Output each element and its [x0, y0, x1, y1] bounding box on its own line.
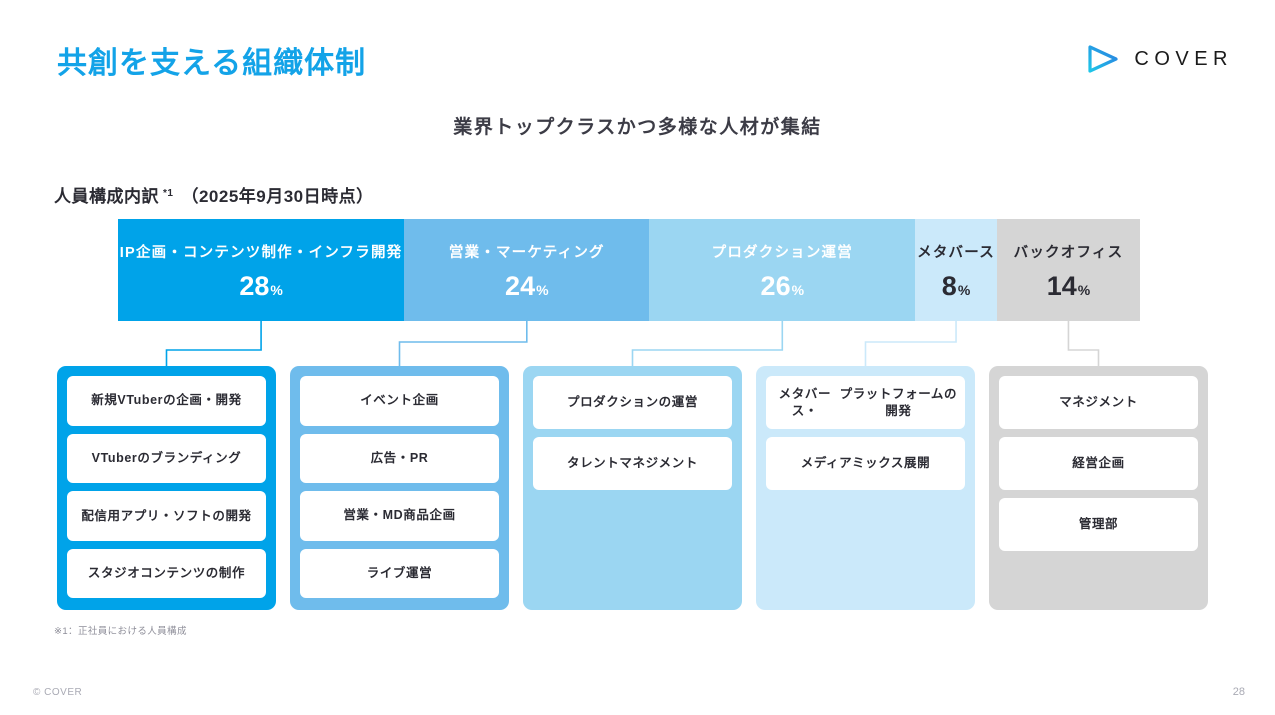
department-chip[interactable]: プロダクションの運営	[533, 376, 732, 429]
connector-line-5	[1067, 318, 1100, 366]
department-chip[interactable]: タレントマネジメント	[533, 437, 732, 490]
bar-segment-1: IP企画・コンテンツ制作・インフラ開発 28%	[118, 219, 405, 321]
department-chip[interactable]: 広告・PR	[300, 433, 499, 483]
connector-line-1	[165, 318, 262, 366]
department-chip[interactable]: 管理部	[999, 498, 1198, 551]
subtitle: 業界トップクラスかつ多様な人材が集結	[453, 117, 822, 138]
bar-segment-label: プロダクション運営	[711, 245, 853, 261]
bar-segment-value: 26%	[760, 271, 805, 301]
department-chip[interactable]: メタバース・プラットフォームの開発	[766, 376, 965, 429]
footer-copyright: © COVER	[33, 687, 83, 698]
logo-text: COVER	[1134, 47, 1233, 70]
page-title: 共創を支える組織体制	[57, 47, 367, 80]
footnote: ※1：正社員における人員構成	[54, 626, 187, 637]
bar-segment-4: メタバース 8%	[915, 219, 997, 321]
play-triangle-icon	[1088, 45, 1118, 73]
section-footnote-marker: *1	[163, 188, 174, 199]
department-chip[interactable]: メディアミックス展開	[766, 437, 965, 490]
connector-line-4	[864, 318, 957, 366]
bar-segment-label: バックオフィス	[1013, 245, 1124, 261]
department-chip[interactable]: 営業・MD商品企画	[300, 491, 499, 541]
department-chip[interactable]: マネジメント	[999, 376, 1198, 429]
department-chip[interactable]: イベント企画	[300, 376, 499, 426]
bar-segment-3: プロダクション運営 26%	[649, 219, 916, 321]
department-column-1: 新規VTuberの企画・開発 VTuberのブランディング配信用アプリ・ソフトの開…	[57, 366, 276, 610]
section-date-note: （2025年9月30日時点）	[181, 187, 374, 206]
bar-segment-5: バックオフィス 14%	[996, 219, 1140, 321]
department-columns: 新規VTuberの企画・開発 VTuberのブランディング配信用アプリ・ソフトの開…	[57, 366, 1222, 610]
connector-line-3	[631, 318, 784, 366]
department-chip[interactable]: 経営企画	[999, 437, 1198, 490]
section-label-text: 人員構成内訳	[54, 187, 159, 206]
bar-segment-2: 営業・マーケティング 24%	[404, 219, 650, 321]
cover-logo: COVER	[1086, 44, 1233, 74]
department-chip[interactable]: 配信用アプリ・ソフトの開発	[67, 491, 266, 541]
footer-page-number: 28	[1232, 686, 1245, 698]
bar-segment-label: IP企画・コンテンツ制作・インフラ開発	[119, 245, 403, 261]
department-chip[interactable]: VTuberのブランディング	[67, 433, 266, 483]
department-chip[interactable]: 新規VTuberの企画・開発	[67, 376, 266, 426]
bar-segment-label: 営業・マーケティング	[448, 245, 605, 261]
bar-segment-label: メタバース	[917, 245, 995, 261]
department-chip[interactable]: スタジオコンテンツの制作	[67, 548, 266, 598]
bar-segment-value: 14%	[1046, 271, 1091, 301]
department-column-5: マネジメント経営企画管理部	[989, 366, 1208, 610]
department-chip[interactable]: ライブ運営	[300, 548, 499, 598]
department-column-2: イベント企画広告・PR 営業・MD商品企画ライブ運営	[290, 366, 509, 610]
stacked-bar-chart: IP企画・コンテンツ制作・インフラ開発 28% 営業・マーケティング 24% プロダクシ…	[118, 219, 1140, 321]
bar-segment-value: 8%	[941, 271, 971, 301]
section-label: 人員構成内訳 *1 （2025年9月30日時点）	[54, 182, 374, 207]
connector-line-2	[398, 318, 528, 366]
bar-segment-value: 28%	[239, 271, 283, 301]
bar-segment-value: 24%	[505, 271, 549, 301]
department-column-4: メタバース・プラットフォームの開発メディアミックス展開	[756, 366, 975, 610]
connector-lines	[165, 318, 1100, 366]
department-column-3: プロダクションの運営タレントマネジメント	[523, 366, 742, 610]
